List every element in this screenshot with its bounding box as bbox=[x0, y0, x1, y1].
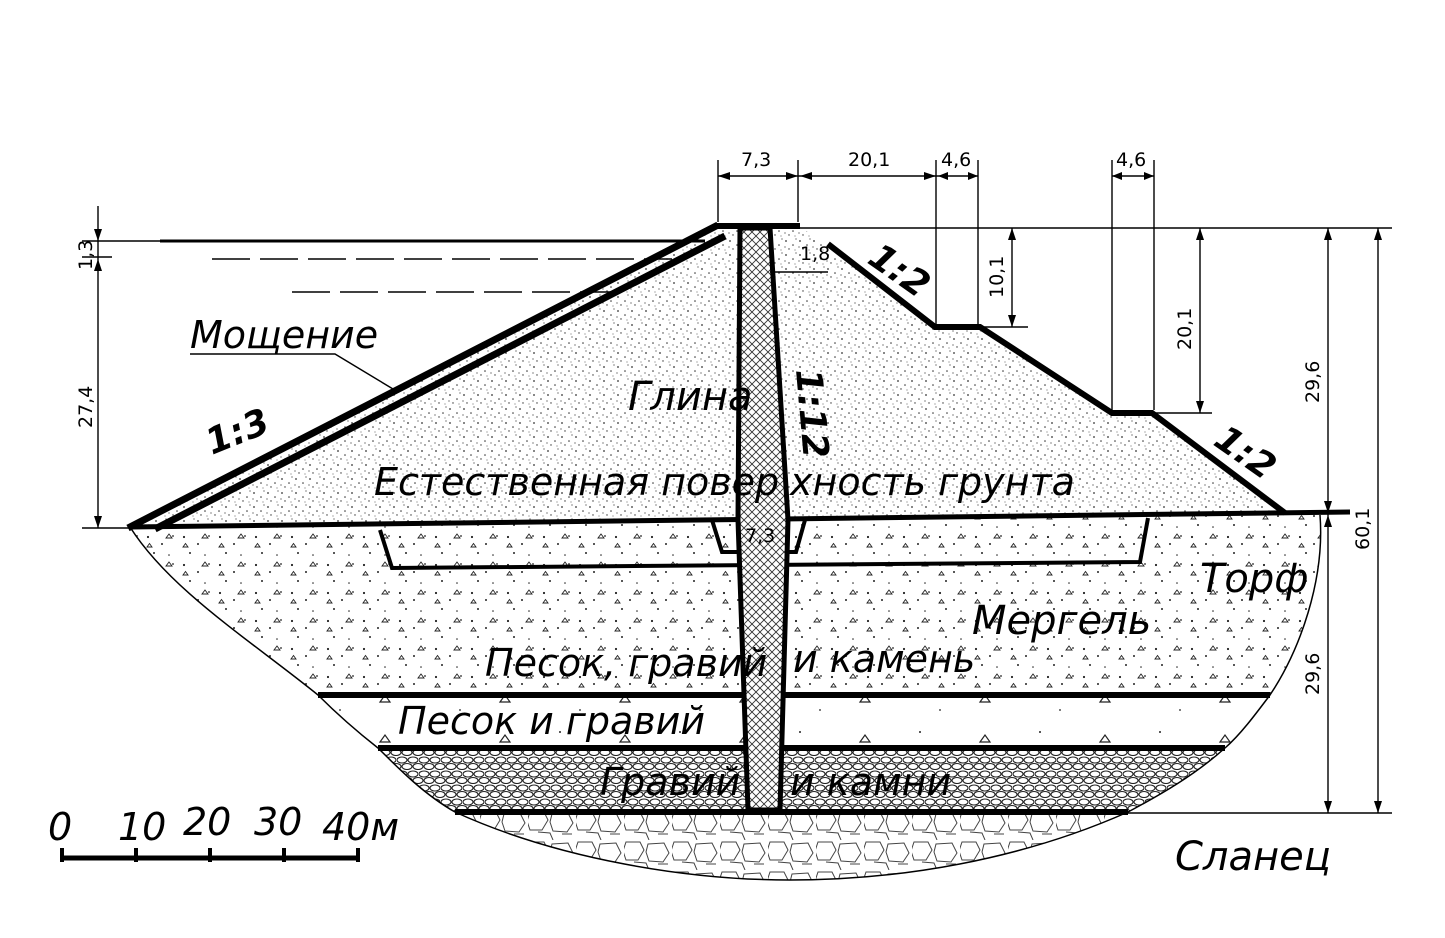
label-sand-and-gravel: Песок и гравий bbox=[398, 699, 705, 743]
foundation bbox=[129, 514, 1322, 881]
scale-label-20: 20 bbox=[183, 800, 231, 844]
label-peat: Торф bbox=[1200, 556, 1309, 602]
arrow-b1-l bbox=[938, 172, 948, 180]
dim-berm-drop-1: 10,1 bbox=[986, 256, 1008, 298]
material-labels: Глина Естественная повер хность грунта Т… bbox=[190, 313, 1331, 880]
arrow-berm2-bot bbox=[1196, 401, 1204, 413]
scale-label-40: 40м bbox=[322, 805, 399, 849]
core-key-left bbox=[710, 519, 738, 554]
paving-leader bbox=[190, 353, 399, 393]
arrow-b2-l bbox=[1112, 172, 1122, 180]
dim-core-base-width: 7,3 bbox=[745, 525, 775, 547]
dim-total-height: 60,1 bbox=[1352, 508, 1374, 550]
slope-core: 1:12 bbox=[787, 367, 836, 460]
label-shale: Сланец bbox=[1175, 834, 1331, 880]
arrow-h-top bbox=[1324, 228, 1332, 240]
core-key-right bbox=[786, 519, 807, 554]
gravel-layer bbox=[378, 748, 1225, 812]
arrow-berm1-bot bbox=[1008, 315, 1016, 327]
upstream-paving bbox=[126, 221, 727, 533]
scale-label-30: 30 bbox=[254, 800, 302, 844]
arrow-h-mid bbox=[1324, 501, 1332, 513]
arrow-mid-r bbox=[924, 172, 936, 180]
shale-layer bbox=[455, 812, 1128, 880]
arrow-left-bot bbox=[94, 516, 102, 528]
slope-upstream: 1:3 bbox=[200, 401, 275, 463]
scale-label-0: 0 bbox=[48, 805, 72, 849]
arrow-crest-r bbox=[786, 172, 798, 180]
scale-bar: 0 10 20 30 40м bbox=[48, 800, 399, 862]
arrow-b2-r bbox=[1144, 172, 1154, 180]
label-clay: Глина bbox=[628, 374, 753, 420]
arrow-mid-l bbox=[800, 172, 812, 180]
arrow-total-top bbox=[1374, 228, 1382, 240]
arrow-left-mid bbox=[94, 259, 102, 271]
sand-gravel-layer bbox=[318, 695, 1270, 748]
dimension-labels: 7,3 20,1 4,6 4,6 1,3 27,4 1,8 10,1 20,1 … bbox=[75, 149, 1374, 695]
arrow-berm2-top bbox=[1196, 228, 1204, 240]
label-marl: Мергель bbox=[972, 598, 1151, 644]
label-paving: Мощение bbox=[190, 313, 378, 357]
dim-crest-width: 7,3 bbox=[741, 149, 771, 171]
dimension-arrows bbox=[94, 172, 1382, 813]
water-levels bbox=[160, 239, 705, 293]
marl-layer bbox=[130, 515, 1321, 695]
label-gravel-right: и камни bbox=[790, 760, 951, 804]
arrow-berm1-top bbox=[1008, 228, 1016, 240]
dim-berm-offset: 20,1 bbox=[848, 149, 890, 171]
arrow-h-mid2 bbox=[1324, 515, 1332, 527]
dim-core-top: 1,8 bbox=[800, 243, 830, 265]
label-sand-gravel-stone-right: и камень bbox=[793, 637, 975, 681]
label-ground-surface-right: хность грунта bbox=[789, 460, 1075, 504]
arrow-h-bot bbox=[1324, 801, 1332, 813]
dim-foundation-depth: 29,6 bbox=[1302, 653, 1324, 695]
clay-core bbox=[710, 225, 807, 813]
dim-upstream-height: 27,4 bbox=[75, 386, 97, 428]
label-ground-surface-left: Естественная повер bbox=[374, 460, 779, 504]
foundation-outline bbox=[129, 514, 1322, 881]
dam-body bbox=[130, 226, 1285, 527]
label-gravel-left: Гравий bbox=[600, 760, 740, 804]
arrow-left-top bbox=[94, 229, 102, 241]
scale-label-10: 10 bbox=[118, 805, 166, 849]
arrow-crest-l bbox=[718, 172, 730, 180]
dim-dam-height: 29,6 bbox=[1302, 361, 1324, 403]
arrow-b1-r bbox=[968, 172, 978, 180]
arrow-total-bot bbox=[1374, 801, 1382, 813]
core-body bbox=[735, 225, 791, 813]
label-sand-gravel-stone-left: Песок, гравий bbox=[485, 641, 767, 685]
dim-freeboard: 1,3 bbox=[75, 240, 97, 270]
dim-berm-drop-2: 20,1 bbox=[1174, 308, 1196, 350]
dim-berm-width-2: 4,6 bbox=[1116, 149, 1146, 171]
dim-berm-width-1: 4,6 bbox=[941, 149, 971, 171]
downstream-slope bbox=[826, 241, 1287, 516]
